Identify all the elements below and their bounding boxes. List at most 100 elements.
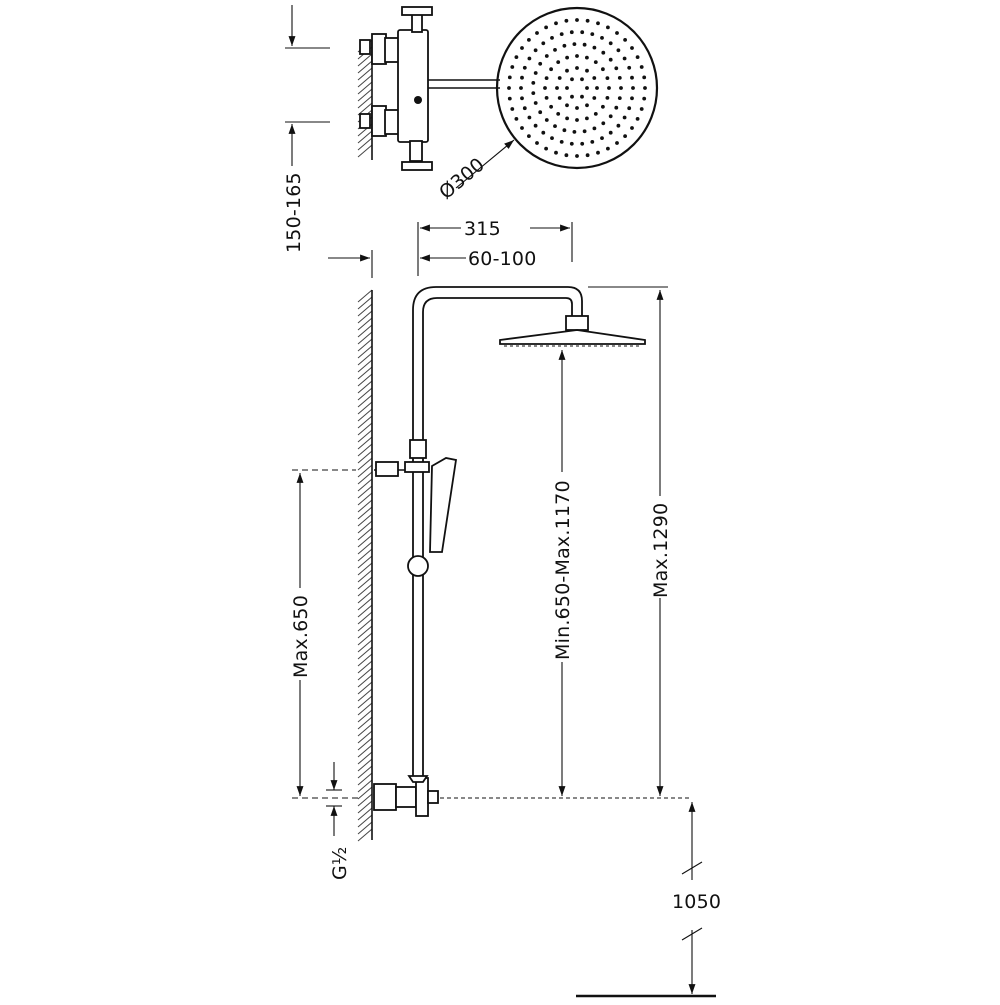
- wall-support-nut: [375, 461, 399, 477]
- nozzle: [642, 75, 647, 80]
- nozzle: [608, 130, 613, 135]
- bar-bracket: [404, 461, 430, 473]
- nozzle: [538, 110, 543, 115]
- nozzle: [562, 43, 567, 48]
- nozzle: [535, 141, 539, 145]
- nozzle: [554, 150, 558, 155]
- nozzle: [549, 67, 553, 72]
- hatch-line: [357, 485, 373, 499]
- nozzle: [575, 18, 579, 22]
- break-mark-lower: [681, 927, 703, 941]
- nozzle: [569, 141, 574, 146]
- side-view: 315 60-100 Max.650: [290, 218, 721, 998]
- nozzle: [580, 141, 585, 146]
- hatch-line: [357, 632, 373, 646]
- hatch-line: [357, 772, 373, 786]
- hatch-line: [357, 331, 373, 345]
- handle-stem-bottom: [409, 140, 423, 162]
- nozzle: [622, 115, 627, 120]
- nozzle: [643, 86, 647, 90]
- hatch-line: [357, 380, 373, 394]
- hatch-line: [357, 144, 373, 158]
- nozzle: [592, 45, 597, 50]
- hatch-line: [357, 765, 373, 779]
- nozzle: [556, 112, 561, 116]
- nozzle: [575, 118, 579, 122]
- hatch-line: [357, 296, 373, 310]
- hatch-line: [357, 562, 373, 576]
- hatch-line: [357, 611, 373, 625]
- hatch-line: [357, 828, 373, 842]
- hatch-line: [357, 130, 373, 144]
- hatch-line: [357, 730, 373, 744]
- hatch-line: [357, 639, 373, 653]
- nozzle: [600, 36, 604, 40]
- nozzle: [533, 123, 538, 128]
- hatch-line: [357, 352, 373, 366]
- nozzle: [619, 86, 623, 90]
- nozzle: [527, 38, 531, 42]
- nozzle: [630, 126, 634, 130]
- nozzle: [507, 86, 511, 90]
- hatch-line: [357, 366, 373, 380]
- hatch-line: [357, 583, 373, 597]
- nozzle: [582, 42, 587, 47]
- nozzle: [580, 30, 585, 35]
- nozzle: [553, 48, 557, 52]
- hatch-line: [357, 723, 373, 737]
- nozzle: [592, 76, 597, 80]
- hatch-line: [357, 737, 373, 751]
- hatch-line: [357, 569, 373, 583]
- nozzle: [635, 55, 640, 59]
- nozzle: [615, 31, 619, 35]
- nozzle: [514, 55, 519, 59]
- diameter-leader: [455, 139, 515, 189]
- nozzle: [510, 65, 515, 69]
- hatch-line: [357, 590, 373, 604]
- nozzle: [585, 116, 589, 121]
- hatch-line: [357, 779, 373, 793]
- nozzle: [507, 96, 512, 101]
- nozzle: [627, 106, 632, 111]
- nozzle: [544, 25, 548, 30]
- hatch-line: [357, 429, 373, 443]
- nozzle: [570, 94, 574, 99]
- nozzle: [522, 106, 527, 111]
- nozzle: [627, 65, 632, 70]
- nozzle: [531, 81, 536, 85]
- nozzle: [580, 94, 584, 99]
- nozzle: [541, 130, 546, 135]
- hatch-line: [357, 541, 373, 555]
- nozzle: [600, 136, 604, 141]
- nozzle: [550, 136, 554, 141]
- nozzle: [585, 55, 589, 60]
- nozzle: [585, 68, 589, 73]
- nozzle: [538, 61, 543, 66]
- nozzle: [605, 76, 610, 80]
- handle-stem-top: [411, 13, 423, 33]
- riser-base: [407, 775, 429, 783]
- hatch-line: [357, 646, 373, 660]
- nozzle: [569, 30, 574, 35]
- nozzle: [615, 141, 619, 145]
- nozzle: [605, 96, 610, 100]
- wall-bracket-lower: [359, 113, 371, 129]
- hatch-line: [357, 695, 373, 709]
- nozzle: [544, 76, 549, 80]
- nozzle: [520, 126, 524, 130]
- wall-bracket-upper: [359, 39, 371, 55]
- hatch-line: [357, 702, 373, 716]
- hatch-line: [357, 709, 373, 723]
- hatch-line: [357, 807, 373, 821]
- nozzle: [572, 42, 577, 46]
- nozzle: [565, 103, 569, 108]
- hatch-line: [357, 667, 373, 681]
- nozzle: [575, 66, 579, 70]
- hatch-line: [357, 793, 373, 807]
- hatch-line: [357, 534, 373, 548]
- hatch-line: [357, 394, 373, 408]
- nozzle: [585, 86, 589, 90]
- hatch-line: [357, 387, 373, 401]
- nozzle: [639, 107, 644, 111]
- wall-offset-label: 150-165: [283, 172, 305, 253]
